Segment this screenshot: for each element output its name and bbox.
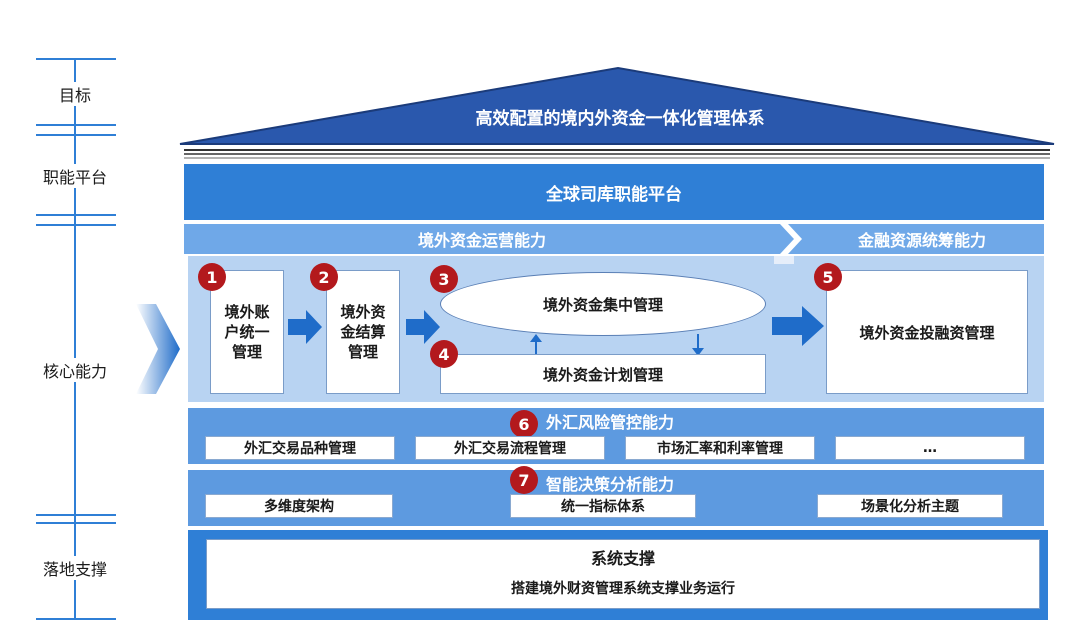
support-title: 系统支撑 [590, 549, 655, 568]
core-ellipse-centralized-management: 境外资金集中管理 [440, 272, 766, 336]
axis-label-function-platform: 职能平台 [20, 164, 130, 188]
box-line: 户统一 [224, 323, 270, 341]
arrow-right-icon [406, 310, 440, 344]
support-subtitle: 搭建境外财资管理系统支撑业务运行 [511, 581, 735, 597]
axis-tick [36, 214, 116, 216]
badge-4: 4 [430, 340, 458, 368]
arrow-up-icon [530, 334, 542, 356]
badge-1: 1 [198, 263, 226, 291]
fx-risk-title: 外汇风险管控能力 [546, 413, 675, 432]
axis-label-goal: 目标 [20, 82, 130, 106]
band-financing: 金融资源统筹能力 [857, 231, 986, 250]
badge-7: 7 [510, 466, 538, 494]
badge-2: 2 [310, 263, 338, 291]
fx-tag-rate-management: 市场汇率和利率管理 [625, 436, 815, 460]
core-box-settlement-management: 境外资 金结算 管理 [326, 270, 400, 394]
decision-tag-scenario-analysis: 场景化分析主题 [817, 494, 1003, 518]
decision-tag-multidimensional: 多维度架构 [205, 494, 393, 518]
arrow-down-icon [692, 334, 704, 356]
badge-5: 5 [814, 263, 842, 291]
axis-tick [36, 124, 116, 126]
axis-tick [36, 514, 116, 516]
axis-tick [36, 224, 116, 226]
core-box-investment-financing: 境外资金投融资管理 [826, 270, 1028, 394]
fx-tag-product-management: 外汇交易品种管理 [205, 436, 395, 460]
core-pointer-chevron-icon [136, 304, 180, 394]
panel-gap [774, 256, 794, 264]
box-line: 境外资 [340, 303, 386, 321]
box-line: 境外账 [224, 303, 270, 321]
box-line: 管理 [231, 343, 262, 361]
capability-bands [184, 224, 1044, 254]
roof [179, 66, 1055, 159]
core-box-planning-management: 境外资金计划管理 [440, 354, 766, 394]
axis-tick [36, 522, 116, 524]
roof-title: 高效配置的境内外资金一体化管理体系 [475, 108, 765, 129]
axis-tick [36, 134, 116, 136]
box-line: 管理 [347, 343, 378, 361]
axis-tick [36, 618, 116, 620]
box-line: 金结算 [340, 323, 386, 341]
badge-6: 6 [510, 410, 538, 438]
band-operations: 境外资金运营能力 [417, 231, 546, 250]
arrow-right-icon [772, 306, 824, 346]
axis-tick [36, 58, 116, 60]
axis-label-implementation-support: 落地支撑 [20, 556, 130, 580]
platform-bar: 全球司库职能平台 [184, 164, 1044, 220]
axis-line [74, 58, 76, 620]
badge-3: 3 [430, 265, 458, 293]
fx-tag-more: … [835, 436, 1025, 460]
arrow-right-icon [288, 310, 322, 344]
axis-label-core-capability: 核心能力 [20, 358, 130, 382]
fx-tag-process-management: 外汇交易流程管理 [415, 436, 605, 460]
decision-title: 智能决策分析能力 [546, 475, 675, 494]
core-box-account-management: 境外账 户统一 管理 [210, 270, 284, 394]
support-box: 系统支撑 搭建境外财资管理系统支撑业务运行 [206, 539, 1040, 609]
decision-tag-indicator-system: 统一指标体系 [510, 494, 696, 518]
